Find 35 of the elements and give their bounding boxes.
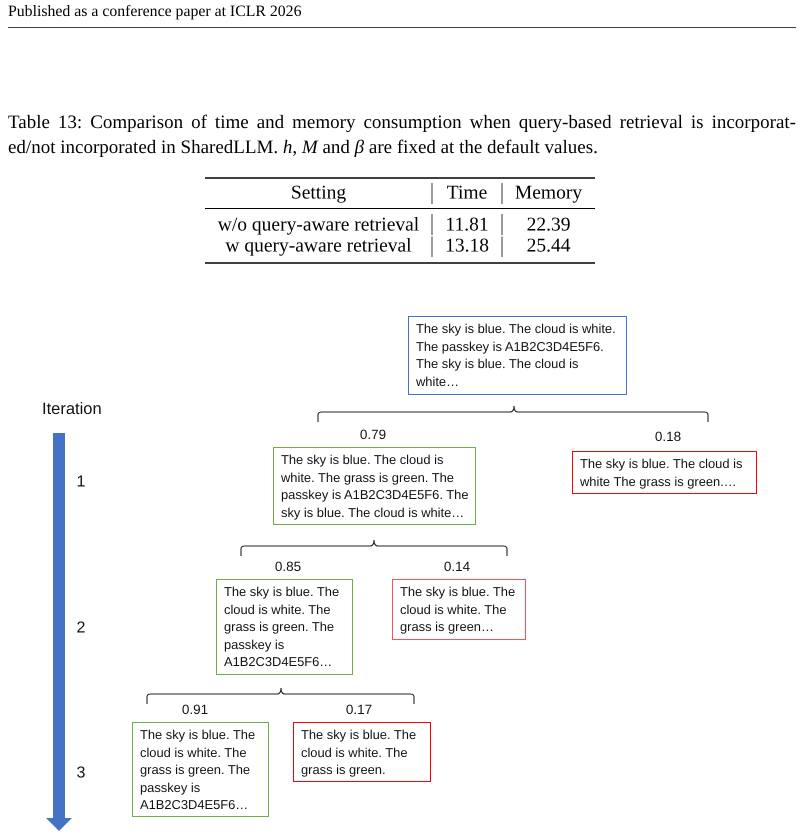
table-value: 13.18 bbox=[445, 236, 489, 256]
column-header: Memory bbox=[514, 182, 582, 204]
page-header: Published as a conference paper at ICLR 2026 bbox=[8, 3, 302, 21]
score-label: 0.18 bbox=[654, 429, 682, 445]
table-value: 25.44 bbox=[526, 236, 570, 256]
chunk-text: The sky is blue. The cloud is white The grass is green.… bbox=[580, 455, 744, 490]
chunk-text: The sky is blue. The cloud is white. The passkey is A1B2C3D4E5F6. The sky is blue. The cloud is white… bbox=[416, 320, 617, 390]
iteration-label: Iteration bbox=[42, 400, 102, 419]
row-label: w query-aware retrieval bbox=[225, 236, 412, 256]
score-label: 0.85 bbox=[274, 559, 302, 575]
text-chunk-box bbox=[273, 447, 476, 525]
table-value: 11.81 bbox=[445, 214, 489, 236]
chunk-text: The sky is blue. The cloud is white. The grass is green… bbox=[400, 583, 516, 636]
table-value: 22.39 bbox=[526, 214, 570, 236]
column-header: Setting bbox=[290, 182, 346, 204]
row-label: w/o query-aware retrieval bbox=[218, 214, 420, 236]
text-chunk-box bbox=[216, 579, 353, 675]
chunk-text: The sky is blue. The cloud is white. The grass is green. The passkey is A1B2C3D4E5F6… bbox=[140, 726, 256, 814]
score-label: 0.91 bbox=[182, 702, 208, 718]
iteration-number: 1 bbox=[76, 472, 86, 492]
text-chunk-box bbox=[392, 579, 526, 640]
iteration-number: 3 bbox=[76, 764, 86, 782]
score-label: 0.17 bbox=[346, 702, 372, 718]
column-header: Time bbox=[446, 182, 488, 204]
text-chunk-box bbox=[132, 722, 269, 817]
text-chunk-box bbox=[293, 722, 431, 782]
chunk-text: The sky is blue. The cloud is white. The grass is green. The passkey is A1B2C3D4E5F6… bbox=[224, 583, 340, 671]
score-label: 0.79 bbox=[360, 427, 386, 443]
table-caption: Table 13: Comparison of time and memory consumption when query-based retrieval is incorporat-ed/not incorporated in SharedLLM. h, M and β are fixed at the default values. bbox=[8, 110, 796, 160]
iteration-number: 2 bbox=[76, 618, 86, 638]
score-label: 0.14 bbox=[444, 559, 470, 575]
text-chunk-box bbox=[408, 316, 627, 395]
chunk-text: The sky is blue. The cloud is white. The grass is green. bbox=[301, 726, 418, 779]
chunk-text: The sky is blue. The cloud is white. The grass is green. The passkey is A1B2C3D4E5F6. The sky is blue. The cloud is white… bbox=[281, 451, 470, 522]
text-chunk-box bbox=[572, 451, 757, 494]
